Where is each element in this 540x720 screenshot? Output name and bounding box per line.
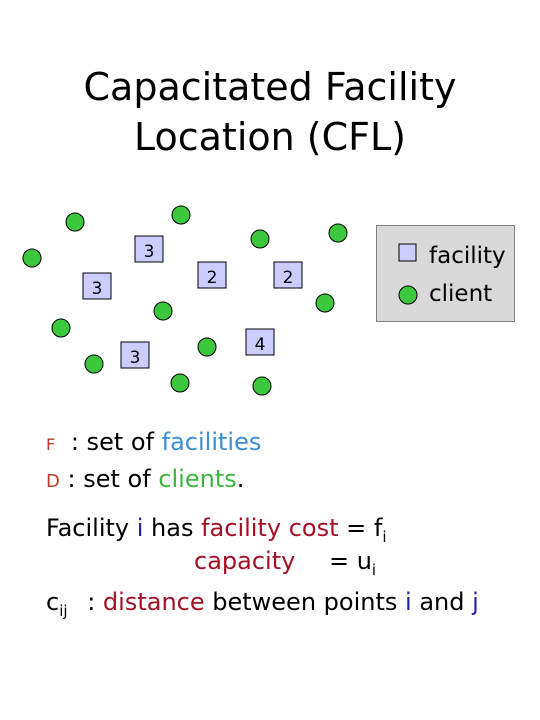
distance-word: distance bbox=[102, 588, 205, 616]
client-circle bbox=[51, 318, 71, 338]
title-line-2: Location (CFL) bbox=[133, 115, 406, 159]
cost-ij-subscript: ij bbox=[59, 602, 68, 620]
point-j: j bbox=[472, 588, 479, 616]
capacity-line: capacity = ui bbox=[194, 547, 376, 579]
client-circle bbox=[171, 205, 191, 225]
facility: 4 bbox=[245, 328, 275, 356]
client-circle bbox=[170, 373, 190, 393]
client-circle bbox=[250, 229, 270, 249]
facility-capacity-label: 2 bbox=[207, 268, 218, 288]
cost-symbol: c bbox=[46, 588, 60, 616]
facility-box bbox=[134, 235, 164, 263]
distance-line: cij : distance between points i and j bbox=[46, 588, 479, 620]
client-set-text: : set of bbox=[67, 465, 159, 493]
index-i: i bbox=[136, 514, 144, 542]
client-circle bbox=[197, 337, 217, 357]
between-points-text: between points bbox=[204, 588, 406, 616]
legend-icons bbox=[398, 243, 418, 305]
facility-word: Facility bbox=[46, 514, 137, 542]
legend-facility-label: facility bbox=[429, 243, 506, 269]
facility-set-text: : set of bbox=[70, 428, 162, 456]
client-circle bbox=[328, 223, 348, 243]
point-i: i bbox=[405, 588, 412, 616]
circle-icon bbox=[398, 285, 418, 305]
slide-title: Capacitated Facility Location (CFL) bbox=[0, 62, 540, 162]
client-set-symbol: D bbox=[46, 471, 60, 492]
clients-word: clients bbox=[158, 465, 237, 493]
facility-capacity-label: 3 bbox=[144, 242, 155, 262]
cfl-diagram: 3 3 2 2 3 4 bbox=[22, 205, 348, 396]
client-circle bbox=[84, 354, 104, 374]
facility-capacity-label: 3 bbox=[92, 279, 103, 299]
and-word: and bbox=[411, 588, 473, 616]
capacity-subscript: i bbox=[371, 561, 377, 579]
facility-box bbox=[273, 261, 303, 289]
legend-client-label: client bbox=[429, 281, 493, 307]
facility-set-symbol: F bbox=[46, 435, 56, 454]
facility-box bbox=[82, 272, 112, 300]
facility-box bbox=[120, 341, 150, 369]
period: . bbox=[236, 465, 245, 493]
facility-capacity-label: 2 bbox=[283, 268, 294, 288]
facilities-definition: F : set of facilities bbox=[46, 428, 261, 456]
facility-capacity-label: 4 bbox=[255, 335, 266, 355]
client-circle bbox=[252, 376, 272, 396]
facility-cost-label: facility cost bbox=[201, 514, 339, 542]
facility-capacity-label: 3 bbox=[130, 348, 141, 368]
facility-box bbox=[197, 261, 227, 289]
has-word: has bbox=[143, 514, 202, 542]
facility: 3 bbox=[134, 235, 164, 263]
facility: 2 bbox=[273, 261, 303, 289]
cost-subscript: i bbox=[382, 528, 387, 546]
client-circle bbox=[153, 301, 173, 321]
legend: facility client bbox=[376, 225, 515, 322]
capacity-equals: = u bbox=[328, 547, 372, 575]
square-icon bbox=[398, 243, 417, 262]
capacity-label: capacity bbox=[194, 547, 296, 575]
colon: : bbox=[87, 588, 96, 616]
facility: 2 bbox=[197, 261, 227, 289]
facility-box bbox=[245, 328, 275, 356]
facilities-word: facilities bbox=[161, 428, 262, 456]
facility-cost-line: Facility i has facility cost = fi bbox=[46, 514, 387, 546]
client-circle bbox=[315, 293, 335, 313]
facility: 3 bbox=[120, 341, 150, 369]
clients-definition: D : set of clients. bbox=[46, 465, 244, 493]
client-circle bbox=[22, 248, 42, 268]
title-line-1: Capacitated Facility bbox=[83, 65, 457, 109]
cost-equals: = f bbox=[338, 514, 383, 542]
facility: 3 bbox=[82, 272, 112, 300]
client-circle bbox=[65, 212, 85, 232]
